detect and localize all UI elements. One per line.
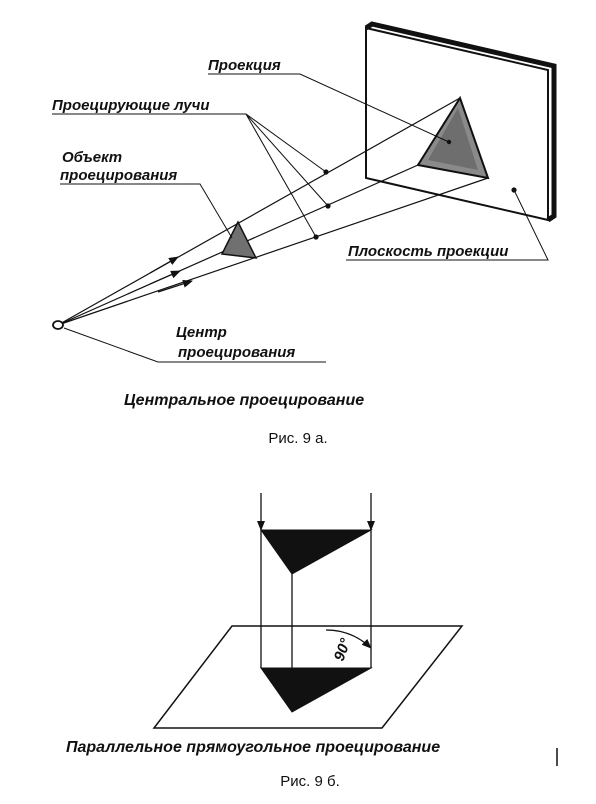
ray-top <box>57 97 461 326</box>
figure-b-title: Параллельное прямоугольное проецирование <box>66 739 440 756</box>
figure-b: 90° Параллельное прямоугольное проециров… <box>66 493 558 790</box>
figure-b-caption: Рис. 9 б. <box>280 773 340 790</box>
label-object-line1: Объект <box>62 149 122 166</box>
leader-projection <box>208 73 450 143</box>
object-triangle-b <box>260 529 373 575</box>
figure-a-caption: Рис. 9 а. <box>268 430 327 447</box>
leader-plane <box>346 189 549 261</box>
figure-a: Проекция Проецирующие лучи Объект проеци… <box>52 21 557 447</box>
label-projecting-rays: Проецирующие лучи <box>52 97 209 114</box>
ray-arrow-middle <box>149 270 181 285</box>
leader-center <box>63 327 326 363</box>
label-object-line2: проецирования <box>60 167 177 184</box>
leader-object <box>60 183 233 239</box>
projected-triangle-shade <box>428 108 478 170</box>
label-projection: Проекция <box>208 57 281 74</box>
leader-rays-2 <box>245 113 329 207</box>
leader-rays-1 <box>245 113 327 173</box>
label-center-line2: проецирования <box>178 344 295 361</box>
label-center-line1: Центр <box>176 324 227 341</box>
projection-plane-edge <box>364 21 557 223</box>
ray-arrow-top <box>149 256 179 274</box>
ray-bottom <box>57 177 489 326</box>
label-projection-plane: Плоскость проекции <box>348 243 508 260</box>
ray-arrow-bottom <box>157 279 193 293</box>
projection-triangle-b <box>260 667 373 713</box>
center-point <box>52 320 64 330</box>
leader-rays-3 <box>245 113 317 238</box>
angle-arc <box>325 629 372 649</box>
figure-a-title: Центральное проецирование <box>124 392 364 409</box>
object-triangle <box>220 220 258 259</box>
